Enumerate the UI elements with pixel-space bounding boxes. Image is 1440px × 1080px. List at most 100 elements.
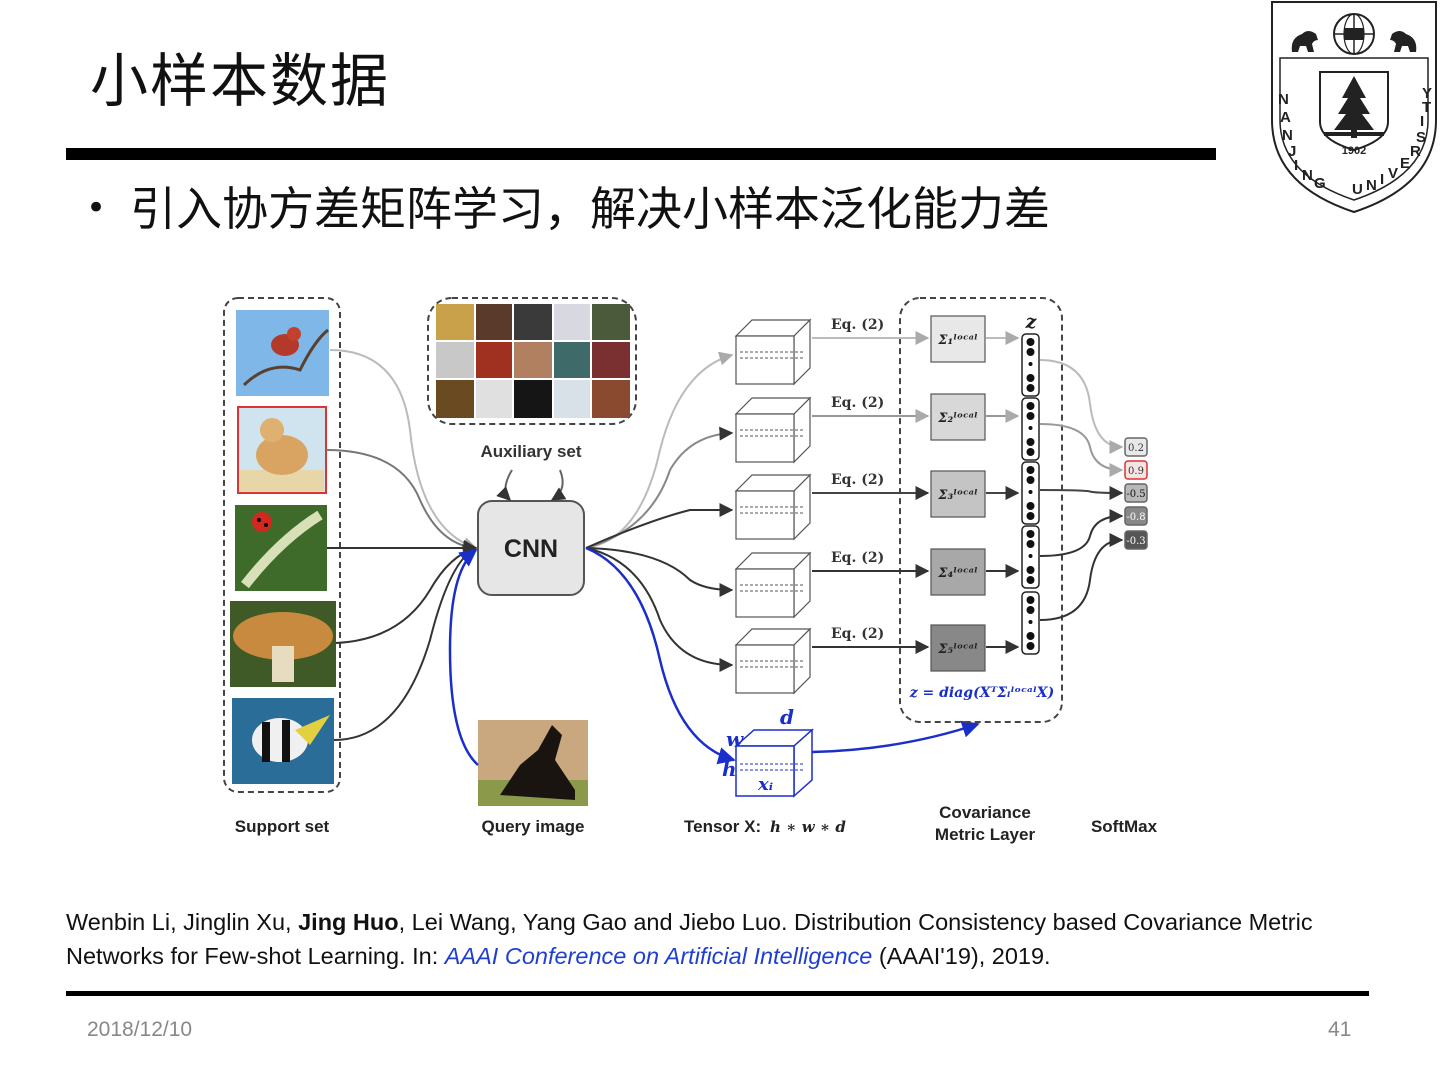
query-image-label: Query image [482,817,585,836]
z-element [1026,402,1035,410]
softmax-value: 0.2 [1128,443,1144,454]
query-tensor [734,728,814,798]
z-element [1026,502,1035,510]
sigma-label: Σ₄ˡᵒᶜᵃˡ [937,566,978,581]
covariance-layer-box [899,297,1063,723]
sigma-label: Σ₃ˡᵒᶜᵃˡ [937,488,978,503]
z-element [1028,554,1033,558]
tensor-dim-d: d [780,705,794,729]
covariance-label-line2: Metric Layer [935,825,1036,844]
z-element [1026,466,1035,474]
z-element [1026,384,1035,392]
support-image-ladybug [235,505,327,591]
z-element [1026,632,1035,640]
lion-left-icon [1291,31,1318,52]
tensor-formula: h ∗ w ∗ d [770,818,846,836]
z-element [1026,348,1035,356]
title-divider [66,148,1216,160]
softmax-score: 0.9 [1124,460,1148,480]
z-element [1026,374,1035,382]
softmax-score: -0.5 [1124,483,1148,503]
z-element [1026,530,1035,538]
slide-title: 小样本数据 [90,47,391,115]
softmax-score: 0.2 [1124,437,1148,457]
z-vector [1021,397,1040,461]
citation-authors-after: , Lei Wang, Yang Gao and Jiebo Luo. Dist… [66,909,1313,969]
z-vector-label: z [1025,311,1038,333]
z-element [1026,512,1035,520]
z-element [1028,490,1033,494]
softmax-value: -0.5 [1126,489,1145,500]
z-formula: z = diag(XᵀΣᵢˡᵒᶜᵃˡX) [909,685,1055,701]
support-set-box [223,297,341,793]
pine-tree-icon [1324,76,1384,138]
sigma-block: Σ₂ˡᵒᶜᵃˡ [930,393,986,441]
footer-divider [66,991,1369,996]
support-image-bird [236,310,329,396]
bullet-text: 引入协方差矩阵学习，解决小样本泛化能力差 [130,182,1050,236]
sigma-block: Σ₁ˡᵒᶜᵃˡ [930,315,986,363]
sigma-block: Σ₄ˡᵒᶜᵃˡ [930,548,986,596]
citation-authors-before: Wenbin Li, Jinglin Xu, [66,909,299,935]
z-element [1026,596,1035,604]
eq-label: Eq. (2) [831,395,884,411]
tensor-dim-x: xᵢ [757,774,773,795]
page-number: 41 [1328,1018,1352,1041]
citation-venue-link[interactable]: AAAI Conference on Artificial Intelligen… [444,943,873,969]
z-element [1026,642,1035,650]
z-vectors [1021,333,1040,655]
z-element [1026,338,1035,346]
cnn-label: CNN [504,535,558,563]
z-element [1028,362,1033,366]
eq-label: Eq. (2) [831,626,884,642]
support-image-dog [237,406,327,494]
auxiliary-image-grid [436,304,630,418]
sigma-label: Σ₅ˡᵒᶜᵃˡ [937,642,978,657]
tensor-stack [734,318,812,695]
cnn-block [477,500,585,596]
support-set-label: Support set [235,817,330,836]
sigma-label: Σ₂ˡᵒᶜᵃˡ [937,411,978,426]
sigma-block: Σ₅ˡᵒᶜᵃˡ [930,624,986,672]
softmax-value: 0.9 [1128,466,1144,477]
softmax-score: -0.3 [1124,530,1148,550]
support-image-mushroom [230,601,336,687]
z-element [1026,566,1035,574]
softmax-value: -0.8 [1126,512,1145,523]
z-element [1026,448,1035,456]
tensor-dim-w: w [726,727,744,751]
z-element [1026,476,1035,484]
tensor-block [734,396,812,464]
citation-author-bold: Jing Huo [298,909,399,935]
logo-year: 1902 [1342,145,1366,157]
z-element [1028,426,1033,430]
z-vector [1021,333,1040,397]
support-image-fish [232,698,334,784]
tensor-block [734,627,812,695]
auxiliary-set-label: Auxiliary set [480,442,581,461]
eq-label: Eq. (2) [831,550,884,566]
softmax-label: SoftMax [1091,817,1158,836]
tensor-block [734,551,812,619]
tensor-dim-h: h [722,757,737,781]
citation: Wenbin Li, Jinglin Xu, Jing Huo, Lei Wan… [66,905,1396,973]
bullet-point: • 引入协方差矩阵学习，解决小样本泛化能力差 [86,182,1050,237]
tensor-block [734,318,812,386]
softmax-outputs: 0.2 0.9 -0.5 -0.8 -0.3 [1039,359,1148,621]
softmax-value: -0.3 [1126,536,1145,547]
bullet-icon: • [86,188,107,228]
z-element [1026,576,1035,584]
z-vector [1021,591,1040,655]
sigma-block: Σ₃ˡᵒᶜᵃˡ [930,470,986,518]
globe-emblem-icon [1333,13,1375,55]
sigma-label: Σ₁ˡᵒᶜᵃˡ [937,333,978,348]
softmax-score: -0.8 [1124,506,1148,526]
z-element [1026,438,1035,446]
eq-label: Eq. (2) [831,317,884,333]
z-element [1028,620,1033,624]
z-vector [1021,525,1040,589]
z-element [1026,606,1035,614]
